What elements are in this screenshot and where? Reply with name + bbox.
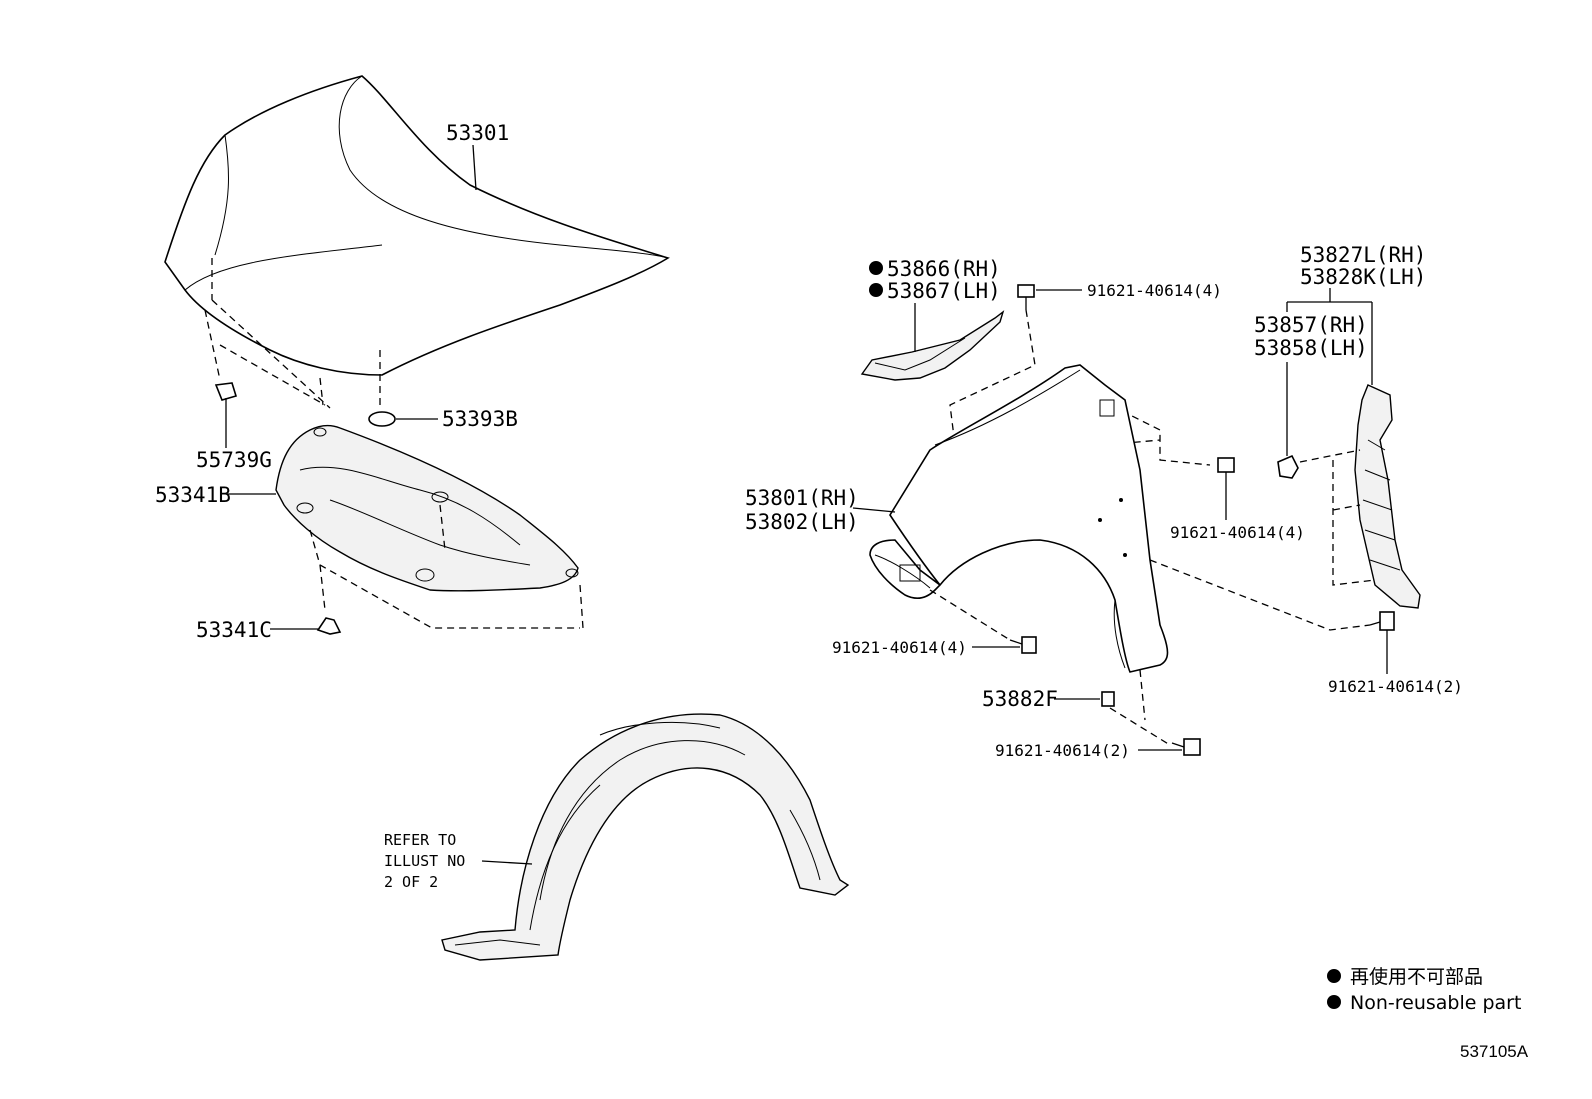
bracket-lh-part-number: 53828K(LH) xyxy=(1300,265,1426,289)
insulator-guide-lines xyxy=(309,504,584,629)
legend-japanese: 再使用不可部品 xyxy=(1350,966,1483,988)
bolt-top-part-number: 91621-40614(4) xyxy=(1087,281,1222,300)
liner-note-line3: 2 OF 2 xyxy=(384,873,438,891)
liner-note-line2: ILLUST NO xyxy=(384,852,465,870)
fender-plate xyxy=(1101,691,1115,707)
bracket-rh-part-number: 53827L(RH) xyxy=(1300,243,1426,267)
fender-cushion xyxy=(1277,454,1299,479)
hood-panel xyxy=(164,75,670,376)
clip-53341c xyxy=(316,617,342,635)
clip-53341c-part-number: 53341C xyxy=(196,618,272,642)
legend: 再使用不可部品 Non-reusable part xyxy=(1327,966,1521,1014)
liner-note-line1: REFER TO xyxy=(384,831,456,849)
hood-insulator xyxy=(275,424,579,592)
illustration-code: 537105A xyxy=(1460,1042,1529,1061)
clip-55739g-part-number: 55739G xyxy=(196,448,272,472)
fender-bracket xyxy=(1354,384,1421,609)
fender-liner xyxy=(441,713,850,961)
bolt-mid-right-part-number: 91621-40614(4) xyxy=(1170,523,1305,542)
non-reusable-bullet-icon xyxy=(869,261,883,275)
bolt-right-bottom-part-number: 91621-40614(2) xyxy=(1328,677,1463,696)
hood-cushion-part-number: 53393B xyxy=(442,407,518,431)
clip-55739g xyxy=(214,382,238,401)
cushion-lh-part-number: 53858(LH) xyxy=(1254,336,1368,360)
hood-guide-lines xyxy=(204,258,381,410)
bracket-bolt-guide xyxy=(1149,559,1371,631)
plate-guide-lines xyxy=(1109,669,1171,746)
bracket-guide-lines xyxy=(1299,449,1376,586)
liner-leader xyxy=(481,860,533,865)
bolt-top xyxy=(1017,284,1035,310)
legend-bullet-icon xyxy=(1327,995,1341,1009)
bolt-mid-right xyxy=(1217,457,1235,480)
seal-lh-part-number: 53867(LH) xyxy=(887,279,1001,303)
fender-seal xyxy=(860,310,1005,381)
bolt-bottom-part-number: 91621-40614(2) xyxy=(995,741,1130,760)
insulator-part-number: 53341B xyxy=(155,483,231,507)
seal-rh-part-number: 53866(RH) xyxy=(887,257,1001,281)
bolt-right-bottom xyxy=(1369,611,1395,631)
bolt-mid-left xyxy=(1009,636,1037,654)
non-reusable-bullet-icon xyxy=(869,283,883,297)
fender-leader xyxy=(852,507,896,513)
bolt-bottom xyxy=(1171,738,1201,756)
hood-leader xyxy=(472,144,477,191)
plate-part-number: 53882F xyxy=(982,687,1058,711)
cushion-rh-part-number: 53857(RH) xyxy=(1254,313,1368,337)
front-fender xyxy=(869,364,1169,673)
hood-part-number: 53301 xyxy=(446,121,509,145)
fender-lh-part-number: 53802(LH) xyxy=(745,510,859,534)
legend-bullet-icon xyxy=(1327,969,1341,983)
legend-english: Non-reusable part xyxy=(1350,992,1521,1014)
hood-cushion xyxy=(368,411,396,427)
bolt-mid-left-guide xyxy=(929,589,1011,641)
fender-rh-part-number: 53801(RH) xyxy=(745,486,859,510)
bolt-mid-left-part-number: 91621-40614(4) xyxy=(832,638,967,657)
